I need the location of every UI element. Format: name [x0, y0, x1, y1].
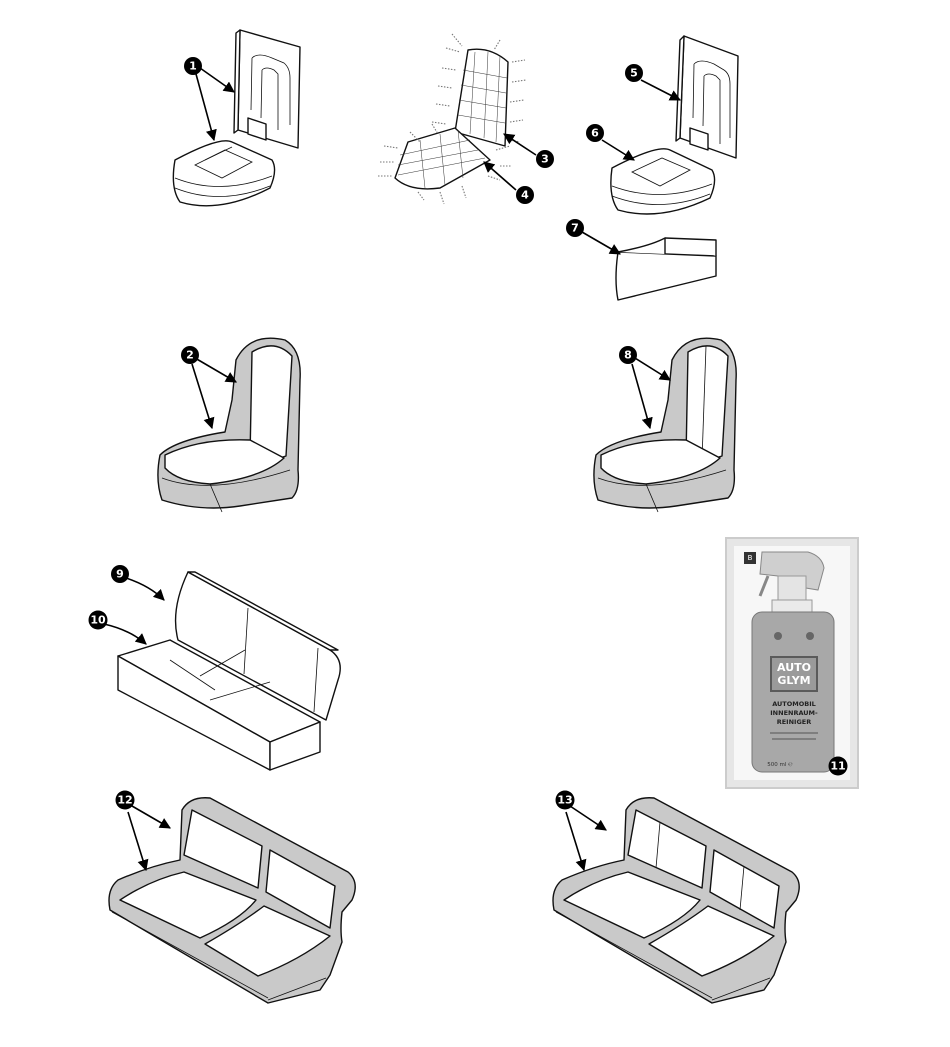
seat-foam-set-item-1: [172, 29, 301, 207]
callout-10: 10: [88, 610, 108, 630]
callout-1-label: 1: [189, 60, 197, 73]
rear-bench-seat-woven-item-12: [108, 797, 356, 1004]
seat-foam-set-item-5-6-7: [610, 35, 739, 301]
callout-1: 1: [184, 57, 202, 75]
callout-4-label: 4: [521, 189, 529, 202]
svg-text:B: B: [748, 554, 753, 562]
callout-12: 12: [115, 790, 135, 810]
callout-2: 2: [181, 346, 199, 364]
callout-2-label: 2: [186, 349, 194, 362]
callout-13: 13: [555, 790, 575, 810]
callout-13-label: 13: [557, 794, 572, 807]
callout-9-label: 9: [116, 568, 124, 581]
callout-6-label: 6: [591, 127, 599, 140]
callout-11: 11: [828, 756, 848, 776]
product-brand-line2: GLYM: [777, 674, 810, 687]
callout-3: 3: [536, 150, 554, 168]
callout-5: 5: [625, 64, 643, 82]
rear-bench-foam-item-9-10: [117, 571, 341, 771]
callout-7-label: 7: [571, 222, 579, 235]
rear-bench-seat-ribbed-item-13: [552, 797, 800, 1004]
product-volume: 500 ml ℮: [767, 762, 793, 768]
callout-12-label: 12: [117, 794, 132, 807]
callout-10-label: 10: [90, 614, 106, 627]
callout-7: 7: [566, 219, 584, 237]
product-name-line2: INNENRAUM-: [770, 709, 818, 717]
bucket-seat-woven-item-2: [157, 337, 301, 513]
callout-9: 9: [111, 565, 129, 583]
leader-lines: [103, 67, 681, 872]
product-name-line1: AUTOMOBIL: [772, 700, 816, 708]
callout-5-label: 5: [630, 67, 638, 80]
callout-3-label: 3: [541, 153, 549, 166]
product-name-line3: REINIGER: [777, 718, 812, 726]
callout-11-label: 11: [830, 760, 845, 773]
interior-cleaner-bottle-item-11: B AUTO GLYM AUTOMOBIL INNENRAUM- REINIGE…: [725, 537, 859, 789]
product-brand-line1: AUTO: [777, 661, 811, 674]
callout-8: 8: [619, 346, 637, 364]
bucket-seat-ribbed-item-8: [593, 337, 737, 513]
callout-6: 6: [586, 124, 604, 142]
callout-4: 4: [516, 186, 534, 204]
callout-8-label: 8: [624, 349, 632, 362]
seat-spring-frames-item-3-4: [378, 33, 527, 205]
